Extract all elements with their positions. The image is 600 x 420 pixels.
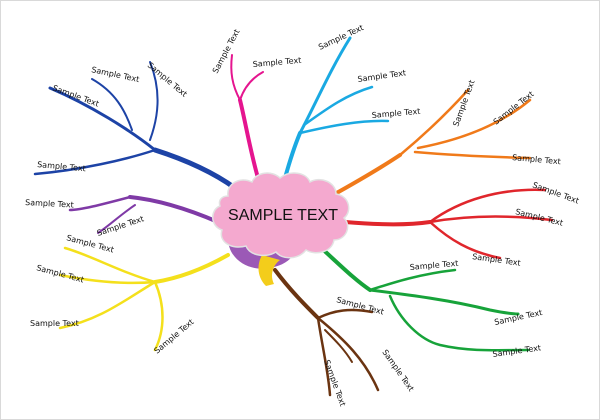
brain-stem-yellow: [258, 255, 280, 286]
branch-label: Sample Text: [357, 68, 406, 84]
central-title: SAMPLE TEXT: [228, 207, 338, 224]
branch-label: Sample Text: [335, 295, 384, 316]
branch-label: Sample Text: [492, 89, 536, 126]
branch-blue: [33, 61, 238, 191]
branch-label: Sample Text: [515, 207, 564, 228]
branch-magenta: [230, 54, 264, 180]
branch-label: Sample Text: [472, 252, 521, 268]
branch-label: Sample Text: [146, 61, 189, 99]
branch-label: Sample Text: [35, 263, 84, 284]
branch-label: Sample Text: [371, 107, 420, 120]
branch-label: Sample Text: [51, 83, 100, 108]
branch-yellow: [58, 246, 230, 352]
branch-red: [343, 188, 554, 260]
branch-label: Sample Text: [409, 259, 458, 272]
cloud-shape: [212, 172, 350, 259]
branch-purple: [68, 195, 220, 234]
branch-label: Sample Text: [30, 319, 79, 328]
branch-label: Sample Text: [252, 56, 301, 69]
branch-label: Sample Text: [25, 198, 74, 210]
branch-label: Sample Text: [512, 153, 561, 166]
branch-label: Sample Text: [37, 160, 86, 173]
branch-label: Sample Text: [322, 359, 347, 408]
branch-cyan: [283, 36, 390, 180]
branch-label: Sample Text: [96, 214, 145, 238]
branch-orange: [331, 88, 532, 197]
branch-label: Sample Text: [531, 180, 580, 205]
branch-label: Sample Text: [211, 28, 242, 75]
branch-label: Sample Text: [380, 348, 415, 393]
branch-label: Sample Text: [492, 343, 541, 359]
branch-brown: [273, 268, 380, 397]
branch-label: Sample Text: [91, 65, 141, 84]
central-node: SAMPLE TEXT: [212, 172, 350, 286]
branch-label: Sample Text: [317, 23, 365, 52]
